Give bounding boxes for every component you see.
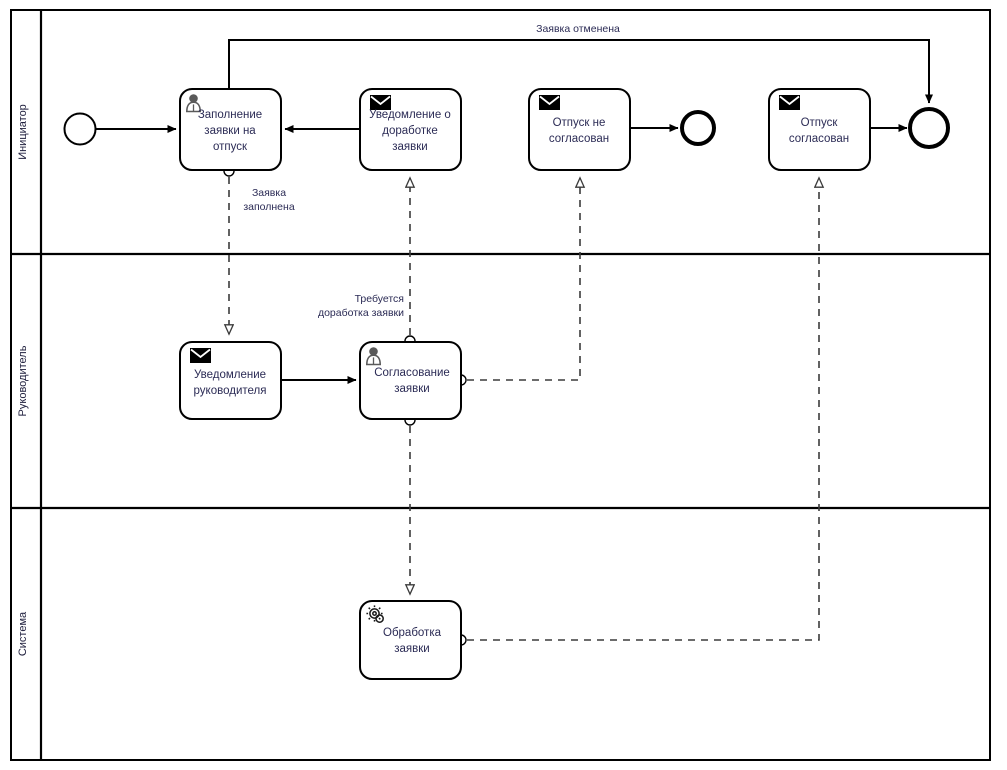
- task-rework-notice-line3: заявки: [392, 141, 427, 153]
- flow-request-cancelled: [228, 39, 933, 104]
- task-vacation-rejected-line2: согласован: [549, 133, 609, 145]
- msgflow-approve-to-rejected: [467, 178, 580, 381]
- message-task-icon: [370, 95, 391, 110]
- lane-label-manager: Руководитель: [17, 345, 29, 416]
- task-process-request-line1: Обработка: [383, 627, 442, 639]
- end-event-circle-rejected[interactable]: [680, 110, 716, 146]
- task-process-request-line2: заявки: [394, 643, 429, 655]
- task-rework-notice-line2: доработке: [382, 125, 437, 137]
- task-approve-request-line1: Согласование: [374, 367, 450, 379]
- label-request-filled-line2: заполнена: [243, 201, 295, 213]
- task-vacation-approved-line2: согласован: [789, 133, 849, 145]
- task-fill-request-line3: отпуск: [213, 141, 248, 153]
- task-process-request[interactable]: Обработка заявки: [359, 600, 462, 680]
- task-approve-request[interactable]: Согласование заявки: [359, 341, 462, 420]
- task-fill-request-line2: заявки на: [204, 125, 256, 137]
- task-vacation-approved-line1: Отпуск: [801, 117, 839, 129]
- task-fill-request[interactable]: Заполнение заявки на отпуск: [179, 88, 282, 171]
- label-request-cancelled: Заявка отменена: [536, 23, 620, 35]
- user-task-icon: [365, 347, 382, 366]
- message-task-icon: [779, 95, 800, 110]
- task-rework-notice[interactable]: Уведомление о доработке заявки: [359, 88, 462, 171]
- label-request-filled-line1: Заявка: [252, 187, 286, 199]
- flow-labels: Заявка отменена Заявка заполнена Требует…: [243, 23, 620, 319]
- msgflow-process-to-approved: [467, 178, 819, 641]
- task-approve-request-line2: заявки: [394, 383, 429, 395]
- user-task-icon: [185, 94, 202, 113]
- task-vacation-rejected-line1: Отпуск не: [553, 117, 606, 129]
- task-vacation-approved[interactable]: Отпуск согласован: [768, 88, 871, 171]
- task-manager-notice-line2: руководителя: [194, 385, 267, 397]
- label-rework-required-line2: доработка заявки: [318, 307, 404, 319]
- service-task-icon: [366, 605, 384, 623]
- message-task-icon: [539, 95, 560, 110]
- lane-label-initiator: Инициатор: [17, 104, 29, 160]
- end-event-circle-approved[interactable]: [908, 107, 950, 149]
- event-end-rejected[interactable]: [680, 110, 716, 146]
- event-start[interactable]: [63, 112, 97, 146]
- lane-label-system: Система: [17, 611, 29, 656]
- task-vacation-rejected[interactable]: Отпуск не согласован: [528, 88, 631, 171]
- task-rework-notice-line1: Уведомление о: [369, 109, 451, 121]
- start-event-circle[interactable]: [63, 112, 97, 146]
- label-rework-required-line1: Требуется: [355, 293, 404, 305]
- task-manager-notice[interactable]: Уведомление руководителя: [179, 341, 282, 420]
- message-task-icon: [190, 348, 211, 363]
- task-manager-notice-line1: Уведомление: [194, 369, 266, 381]
- sequence-flows: [96, 39, 933, 384]
- event-end-approved[interactable]: [908, 107, 950, 149]
- task-fill-request-line1: Заполнение: [198, 109, 262, 121]
